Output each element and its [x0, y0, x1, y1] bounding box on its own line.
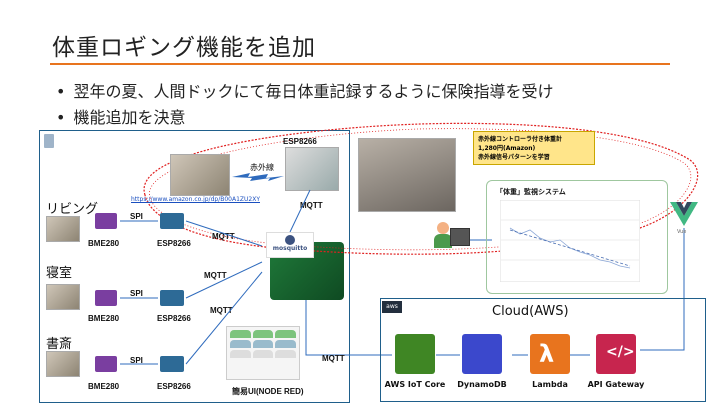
- aws-logo-icon: aws: [382, 301, 402, 313]
- mosquitto-label: mosquitto: [272, 245, 308, 252]
- study-photo: [46, 351, 80, 377]
- svc-label-dynamodb: DynamoDB: [457, 380, 507, 389]
- svc-label-api-gateway: API Gateway: [587, 380, 645, 389]
- scale-setup-photo: [358, 138, 456, 212]
- bme-label: BME280: [88, 382, 120, 391]
- esp-photo: [285, 147, 339, 191]
- esp-label: ESP8266: [157, 382, 191, 391]
- bullet-2: 機能追加を決意: [56, 104, 185, 128]
- spi-label: SPI: [130, 289, 143, 298]
- note-line: 1,280円(Amazon): [478, 145, 536, 152]
- dynamodb-icon: [462, 334, 502, 374]
- mqtt-label: MQTT: [212, 232, 235, 241]
- note-line: 赤外線信号パターンを学習: [478, 154, 550, 161]
- vue-label: Vue: [677, 229, 687, 235]
- user-icon: [437, 222, 449, 234]
- svc-label-lambda: Lambda: [532, 380, 568, 389]
- bme-label: BME280: [88, 239, 120, 248]
- esp-label: ESP8266: [157, 239, 191, 248]
- slide-title: 体重ロギング機能を追加: [52, 35, 316, 61]
- building-icon: [44, 134, 54, 148]
- bme280-chip-icon: [95, 213, 117, 229]
- api-symbol-icon: </>: [606, 344, 635, 360]
- esp8266-board-icon: [160, 213, 184, 229]
- bullet-1: 翌年の夏、人間ドックにて毎日体重記録するように保険指導を受け: [56, 78, 553, 102]
- node-red-ui-screenshot: [226, 326, 300, 380]
- mqtt-top-label: MQTT: [300, 201, 323, 210]
- lambda-icon: [530, 334, 570, 374]
- vue-logo-icon: [670, 202, 698, 226]
- mqtt-label: MQTT: [204, 271, 227, 280]
- aws-iot-core-icon: [395, 334, 435, 374]
- api-gateway-icon: [596, 334, 636, 374]
- monitor-icon: [450, 228, 470, 246]
- spi-label: SPI: [130, 212, 143, 221]
- room-study: 書斎: [46, 337, 73, 352]
- scale-note: 赤外線コントローラ付き体重計 1,280円(Amazon) 赤外線信号パターンを…: [473, 131, 595, 165]
- user-body-icon: [434, 234, 452, 248]
- living-photo: [46, 216, 80, 242]
- amazon-link[interactable]: https://www.amazon.co.jp/dp/B00A1ZU2XY: [131, 196, 260, 203]
- aws-cloud-panel: [380, 298, 706, 402]
- monitor-frame: [486, 180, 668, 294]
- infrared-label: 赤外線: [250, 163, 274, 172]
- bme280-chip-icon: [95, 290, 117, 306]
- bme280-chip-icon: [95, 356, 117, 372]
- weight-chart: [500, 200, 640, 282]
- mqtt-label: MQTT: [210, 306, 233, 315]
- bme-label: BME280: [88, 314, 120, 323]
- svc-label-iot: AWS IoT Core: [384, 380, 446, 389]
- monitor-title: 「体重」監視システム: [496, 189, 566, 196]
- title-underline: [50, 63, 670, 65]
- mqtt-aws-label: MQTT: [322, 354, 345, 363]
- home-sensors-panel: [39, 130, 350, 403]
- esp8266-board-icon: [160, 356, 184, 372]
- room-bedroom: 寝室: [46, 266, 73, 281]
- spi-label: SPI: [130, 356, 143, 365]
- cloud-title: Cloud(AWS): [492, 304, 569, 319]
- room-living: リビング: [46, 202, 99, 217]
- mosquitto-logo-icon: mosquitto: [266, 232, 314, 258]
- esp8266-board-icon: [160, 290, 184, 306]
- esp-label: ESP8266: [157, 314, 191, 323]
- node-red-label: 簡易UI(NODE RED): [232, 387, 304, 396]
- infrared-arrow-icon: [232, 173, 284, 181]
- note-line: 赤外線コントローラ付き体重計: [478, 136, 563, 143]
- bedroom-photo: [46, 284, 80, 310]
- top-esp-label: ESP8266: [283, 137, 317, 146]
- scale-photo: [170, 154, 230, 196]
- lambda-symbol-icon: λ: [539, 340, 555, 368]
